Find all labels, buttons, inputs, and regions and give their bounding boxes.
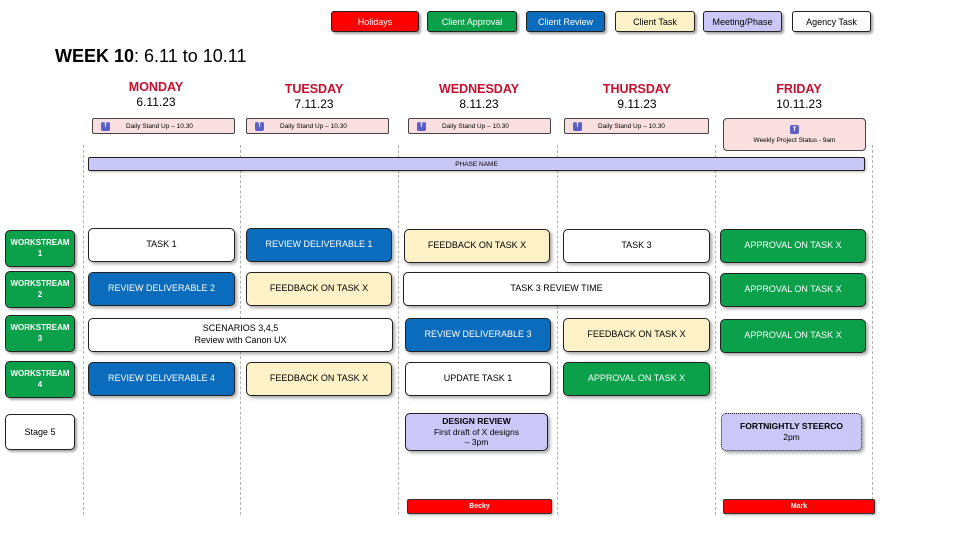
holiday-becky: Becky (407, 499, 552, 514)
legend-holidays: Holidays (331, 11, 419, 32)
legend-client-approval: Client Approval (427, 11, 517, 32)
teams-icon: T (417, 121, 426, 131)
holiday-mark: Mark (723, 499, 875, 514)
weekly-status-label: Weekly Project Status - 9am (753, 137, 836, 144)
day-tuesday: TUESDAY (284, 82, 344, 96)
stage-5-label: Stage 5 (5, 414, 75, 450)
scenario-title: SCENARIOS 3,4,5 (202, 323, 279, 334)
date-monday: 6.11.23 (136, 95, 176, 109)
standup-tuesday: T Daily Stand Up – 10.30 (246, 118, 389, 134)
teams-icon: T (790, 125, 799, 134)
workstream-3-label: WORKSTREAM 3 (5, 315, 75, 352)
task-ws1-wednesday: FEEDBACK ON TASK X (404, 229, 550, 263)
day-thursday: THURSDAY (602, 82, 672, 96)
workstream-4-label: WORKSTREAM 4 (5, 361, 75, 398)
legend-agency-task: Agency Task (792, 11, 871, 32)
day-divider (398, 145, 399, 515)
task-ws2-tuesday: FEEDBACK ON TASK X (246, 272, 392, 306)
task-ws2-friday: APPROVAL ON TASK X (720, 273, 866, 307)
day-divider (557, 145, 558, 515)
workstream-2-label: WORKSTREAM 2 (5, 271, 75, 308)
design-review-time: – 3pm (464, 437, 489, 448)
task-ws4-monday: REVIEW DELIVERABLE 4 (88, 362, 235, 396)
day-friday: FRIDAY (776, 82, 822, 96)
day-divider (715, 145, 716, 515)
standup-monday: T Daily Stand Up – 10.30 (92, 118, 235, 134)
workstream-1-label: WORKSTREAM 1 (5, 230, 75, 267)
design-review-title: DESIGN REVIEW (442, 416, 511, 427)
task-ws4-tuesday: FEEDBACK ON TASK X (246, 362, 392, 396)
standup-label: Daily Stand Up – 10.30 (598, 122, 665, 130)
teams-icon: T (101, 121, 110, 131)
steerco-title: FORTNIGHTLY STEERCO (740, 420, 843, 431)
standup-label: Daily Stand Up – 10.30 (442, 122, 509, 130)
design-review-meeting: DESIGN REVIEW First draft of X designs –… (405, 413, 548, 451)
task-ws1-thursday: TASK 3 (563, 229, 710, 263)
standup-thursday: T Daily Stand Up – 10.30 (564, 118, 709, 134)
date-tuesday: 7.11.23 (294, 97, 334, 111)
day-divider (872, 145, 873, 515)
design-review-detail: First draft of X designs (433, 426, 520, 437)
page-title: WEEK 10: 6.11 to 10.11 (55, 46, 246, 67)
week-label: WEEK 10 (55, 46, 135, 66)
task-ws4-wednesday: UPDATE TASK 1 (405, 362, 551, 396)
week-range: : 6.11 to 10.11 (134, 46, 247, 66)
standup-label: Daily Stand Up – 10.30 (126, 122, 193, 130)
teams-icon: T (573, 121, 582, 131)
task-ws2-monday: REVIEW DELIVERABLE 2 (88, 272, 235, 306)
legend-client-review: Client Review (526, 11, 605, 32)
task-ws1-monday: TASK 1 (88, 228, 235, 262)
day-divider (83, 145, 84, 515)
date-friday: 10.11.23 (776, 97, 822, 111)
task-ws3-mon-tue: SCENARIOS 3,4,5 Review with Canon UX (88, 318, 393, 352)
task-ws3-friday: APPROVAL ON TASK X (720, 319, 866, 353)
task-ws1-friday: APPROVAL ON TASK X (720, 229, 866, 263)
legend-meeting-phase: Meeting/Phase (703, 11, 782, 32)
standup-wednesday: T Daily Stand Up – 10.30 (408, 118, 551, 134)
task-ws2-wed-thu: TASK 3 REVIEW TIME (403, 272, 710, 306)
phase-bar: PHASE NAME (88, 157, 865, 171)
legend-client-task: Client Task (615, 11, 695, 32)
steerco-time: 2pm (783, 432, 800, 442)
task-ws1-tuesday: REVIEW DELIVERABLE 1 (246, 228, 392, 262)
fortnightly-steerco-meeting: FORTNIGHTLY STEERCO 2pm (721, 413, 862, 451)
standup-label: Daily Stand Up – 10.30 (280, 122, 347, 130)
day-monday: MONDAY (128, 80, 184, 94)
date-thursday: 9.11.23 (617, 97, 657, 111)
task-ws4-thursday: APPROVAL ON TASK X (563, 362, 710, 396)
day-wednesday: WEDNESDAY (438, 82, 520, 96)
weekly-status-friday: T Weekly Project Status - 9am (723, 118, 866, 151)
teams-icon: T (255, 121, 264, 131)
task-ws3-wednesday: REVIEW DELIVERABLE 3 (405, 318, 551, 352)
date-wednesday: 8.11.23 (459, 97, 499, 111)
scenario-detail: Review with Canon UX (194, 335, 287, 345)
task-ws3-thursday: FEEDBACK ON TASK X (563, 318, 710, 352)
